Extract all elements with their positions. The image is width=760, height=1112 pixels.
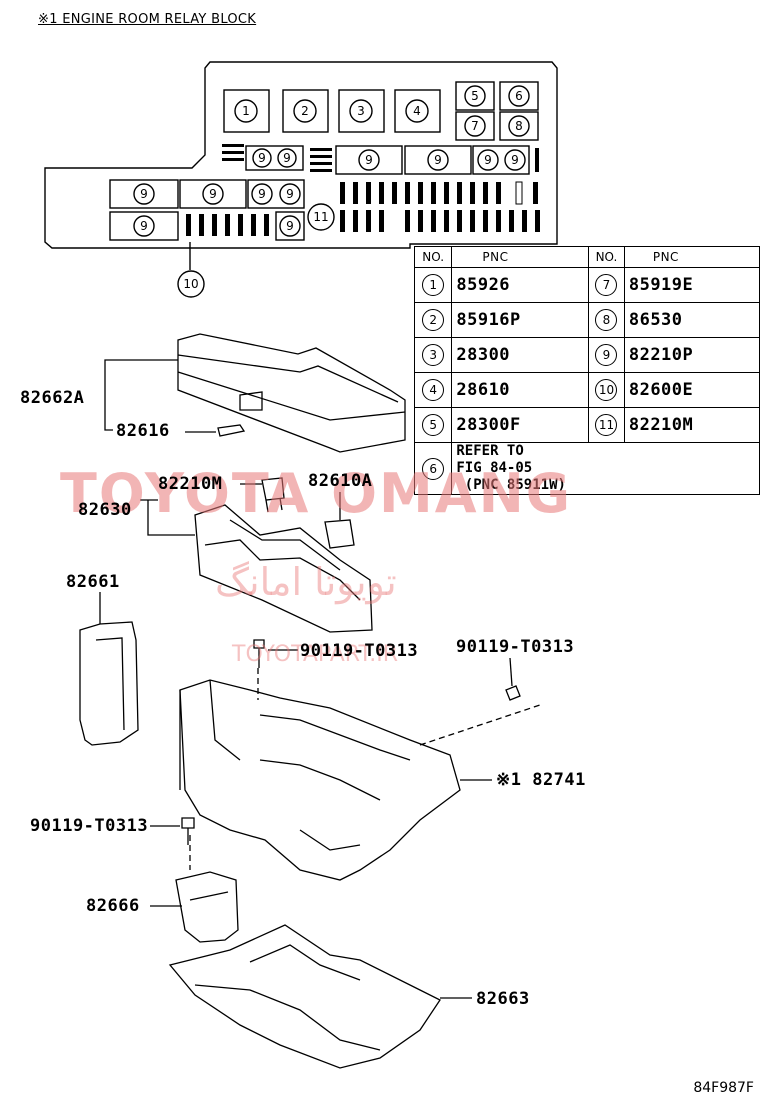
relay-block-cover <box>177 333 406 453</box>
relay-slot-label: 3 <box>357 104 365 118</box>
relay-block-outline <box>44 61 558 249</box>
relay-slot-label: 4 <box>413 104 421 118</box>
table-header: NO. <box>588 246 625 268</box>
relay-block-body <box>194 504 373 633</box>
pnc-table: NO. PNC NO. PNC 1 85926 7 85919E 2 85916… <box>413 246 760 495</box>
relay-slot-label: 9 <box>283 151 291 165</box>
relay-slot-label: 9 <box>484 153 492 167</box>
relay-slot-label: 2 <box>301 104 309 118</box>
pnc-value: 82210P <box>623 337 760 373</box>
table-row: 4 28610 10 82600E <box>413 372 760 408</box>
brand-watermark: TOYOTA OMANG <box>60 462 573 525</box>
callout-number: 11 <box>595 414 618 436</box>
relay-slot-label: 8 <box>515 119 523 133</box>
relay-slot-label: 9 <box>209 187 217 201</box>
relay-slot-label: 9 <box>286 187 294 201</box>
relay-slot-label: 9 <box>286 219 294 233</box>
table-header: PNC <box>623 246 760 268</box>
callout-number: 8 <box>595 309 618 331</box>
pnc-value: 85916P <box>451 302 590 338</box>
diagram-title: ※1 ENGINE ROOM RELAY BLOCK <box>38 12 257 27</box>
part-number-label: 90119-T0313 <box>300 641 419 661</box>
callout-number: 2 <box>422 309 445 331</box>
relay-slot-label: 9 <box>511 153 519 167</box>
part-number-label: 82616 <box>116 421 170 441</box>
pnc-value: 28300F <box>451 407 590 443</box>
relay-slot-label: 1 <box>242 104 250 118</box>
figure-code: 84F987F <box>693 1080 754 1096</box>
relay-slot-label: 9 <box>434 153 442 167</box>
pnc-value: 85926 <box>451 267 590 303</box>
relay-slot-label: 11 <box>313 210 328 224</box>
relay-block-case <box>179 679 461 881</box>
callout-number: 1 <box>422 274 445 296</box>
relay-slot-label: 9 <box>365 153 373 167</box>
callout-number: 10 <box>595 379 618 401</box>
arabic-watermark: تويوتا امانگ <box>215 560 397 604</box>
part-number-label: 82666 <box>86 896 140 916</box>
table-row: 5 28300F 11 82210M <box>413 407 760 443</box>
part-number-label: 90119-T0313 <box>30 816 149 836</box>
pnc-value: 82210M <box>623 407 760 443</box>
part-number-label: 82662A <box>20 388 85 408</box>
part-number-label: ※1 82741 <box>496 770 586 790</box>
part-number-label: 82663 <box>476 989 530 1009</box>
callout-number: 3 <box>422 344 445 366</box>
pnc-value: 82600E <box>623 372 760 408</box>
part-number-label: 82210M <box>158 474 223 494</box>
part-number-label: 82661 <box>66 572 120 592</box>
callout-number: 7 <box>595 274 618 296</box>
callout-number: 9 <box>595 344 618 366</box>
relay-slot-label: 6 <box>515 89 523 103</box>
relay-slot-label: 9 <box>140 219 148 233</box>
table-row: 3 28300 9 82210P <box>413 337 760 373</box>
table-row: 2 85916P 8 86530 <box>413 302 760 338</box>
part-number-label: 82610A <box>308 471 373 491</box>
pnc-value: 28610 <box>451 372 590 408</box>
relay-slot-label: 9 <box>140 187 148 201</box>
part-number-label: 82630 <box>78 500 132 520</box>
pnc-value: 28300 <box>451 337 590 373</box>
callout-number: 4 <box>422 379 445 401</box>
table-row: 6 REFER TO FIG 84-05 (PNC 85911W) <box>413 442 760 495</box>
relay-slot-label: 9 <box>258 187 266 201</box>
relay-slot-label: 9 <box>258 151 266 165</box>
side-cover <box>79 621 139 746</box>
relay-slot-label: 10 <box>183 277 198 291</box>
table-header: NO. <box>413 246 453 268</box>
relay-slot-label: 5 <box>471 89 479 103</box>
lower-tray <box>168 924 441 1069</box>
table-row: 1 85926 7 85919E <box>413 267 760 303</box>
refer-note: REFER TO FIG 84-05 (PNC 85911W) <box>451 442 760 495</box>
callout-number: 6 <box>422 457 445 480</box>
url-watermark: TOYOTAPART.IR <box>232 642 399 667</box>
mounting-bracket <box>175 871 239 943</box>
pnc-value: 86530 <box>623 302 760 338</box>
relay-slot-label: 7 <box>471 119 479 133</box>
table-header: PNC <box>451 246 590 268</box>
part-number-label: 90119-T0313 <box>456 637 575 657</box>
callout-number: 5 <box>422 414 445 436</box>
pnc-value: 85919E <box>623 267 760 303</box>
